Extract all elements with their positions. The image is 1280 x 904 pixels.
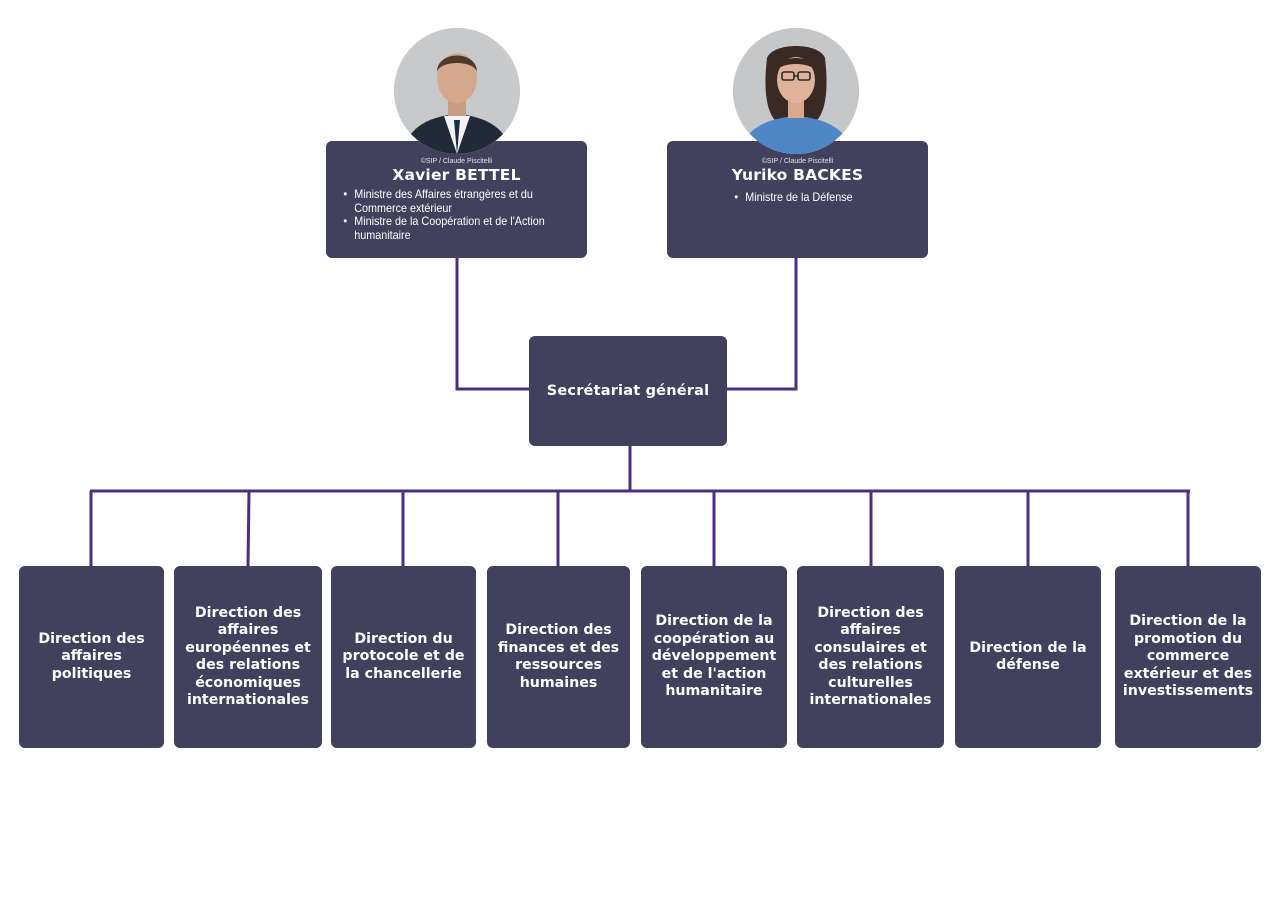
direction-label: Direction des affaires politiques: [38, 630, 145, 682]
direction-box: Direction des affaires européennes et de…: [174, 566, 322, 748]
direction-box: Direction du protocole et de la chancell…: [331, 566, 476, 748]
role-item: Ministre de la Défense: [729, 190, 897, 205]
direction-box: Direction de la défense: [955, 566, 1101, 748]
avatar-backes: [733, 28, 859, 154]
direction-label: Direction de la promotion du commerce ex…: [1122, 613, 1254, 700]
minister-roles: Ministre de la Défense: [729, 190, 897, 205]
direction-label: Direction des affaires européennes et de…: [185, 604, 311, 709]
photo-credit: ©SIP / Claude Piscitelli: [761, 158, 834, 165]
photo-credit: ©SIP / Claude Piscitelli: [420, 158, 493, 165]
direction-box: Direction des finances et des ressources…: [487, 566, 630, 748]
direction-label: Direction du protocole et de la chancell…: [342, 630, 465, 682]
direction-label: Direction de la coopération au développe…: [651, 613, 777, 700]
secretariat-general-box: Secrétariat général: [529, 336, 727, 446]
connector-dir-2: [246, 490, 251, 567]
direction-label: Direction des finances et des ressources…: [497, 622, 620, 691]
minister-roles: Ministre des Affaires étrangères et du C…: [338, 187, 551, 242]
minister-card-backes: ©SIP / Claude Piscitelli Yuriko BACKES M…: [667, 141, 928, 258]
direction-box: Direction de la coopération au développe…: [641, 566, 787, 748]
direction-box: Direction des affaires consulaires et de…: [797, 566, 944, 748]
role-item: Ministre des Affaires étrangères et du C…: [338, 187, 551, 215]
direction-label: Direction des affaires consulaires et de…: [809, 604, 932, 709]
minister-name: Yuriko BACKES: [731, 166, 864, 184]
minister-name: Xavier BETTEL: [392, 166, 521, 184]
direction-label: Direction de la défense: [969, 639, 1087, 674]
connector-bettel-to-secretariat: [455, 258, 529, 391]
avatar-bettel: [394, 28, 520, 154]
direction-box: Direction des affaires politiques: [19, 566, 164, 748]
role-item: Ministre de la Coopération et de l'Actio…: [338, 214, 551, 242]
secretariat-label: Secrétariat général: [546, 383, 710, 399]
connector-backes-to-secretariat: [727, 258, 798, 391]
direction-box: Direction de la promotion du commerce ex…: [1115, 566, 1261, 748]
minister-card-bettel: ©SIP / Claude Piscitelli Xavier BETTEL M…: [326, 141, 587, 258]
